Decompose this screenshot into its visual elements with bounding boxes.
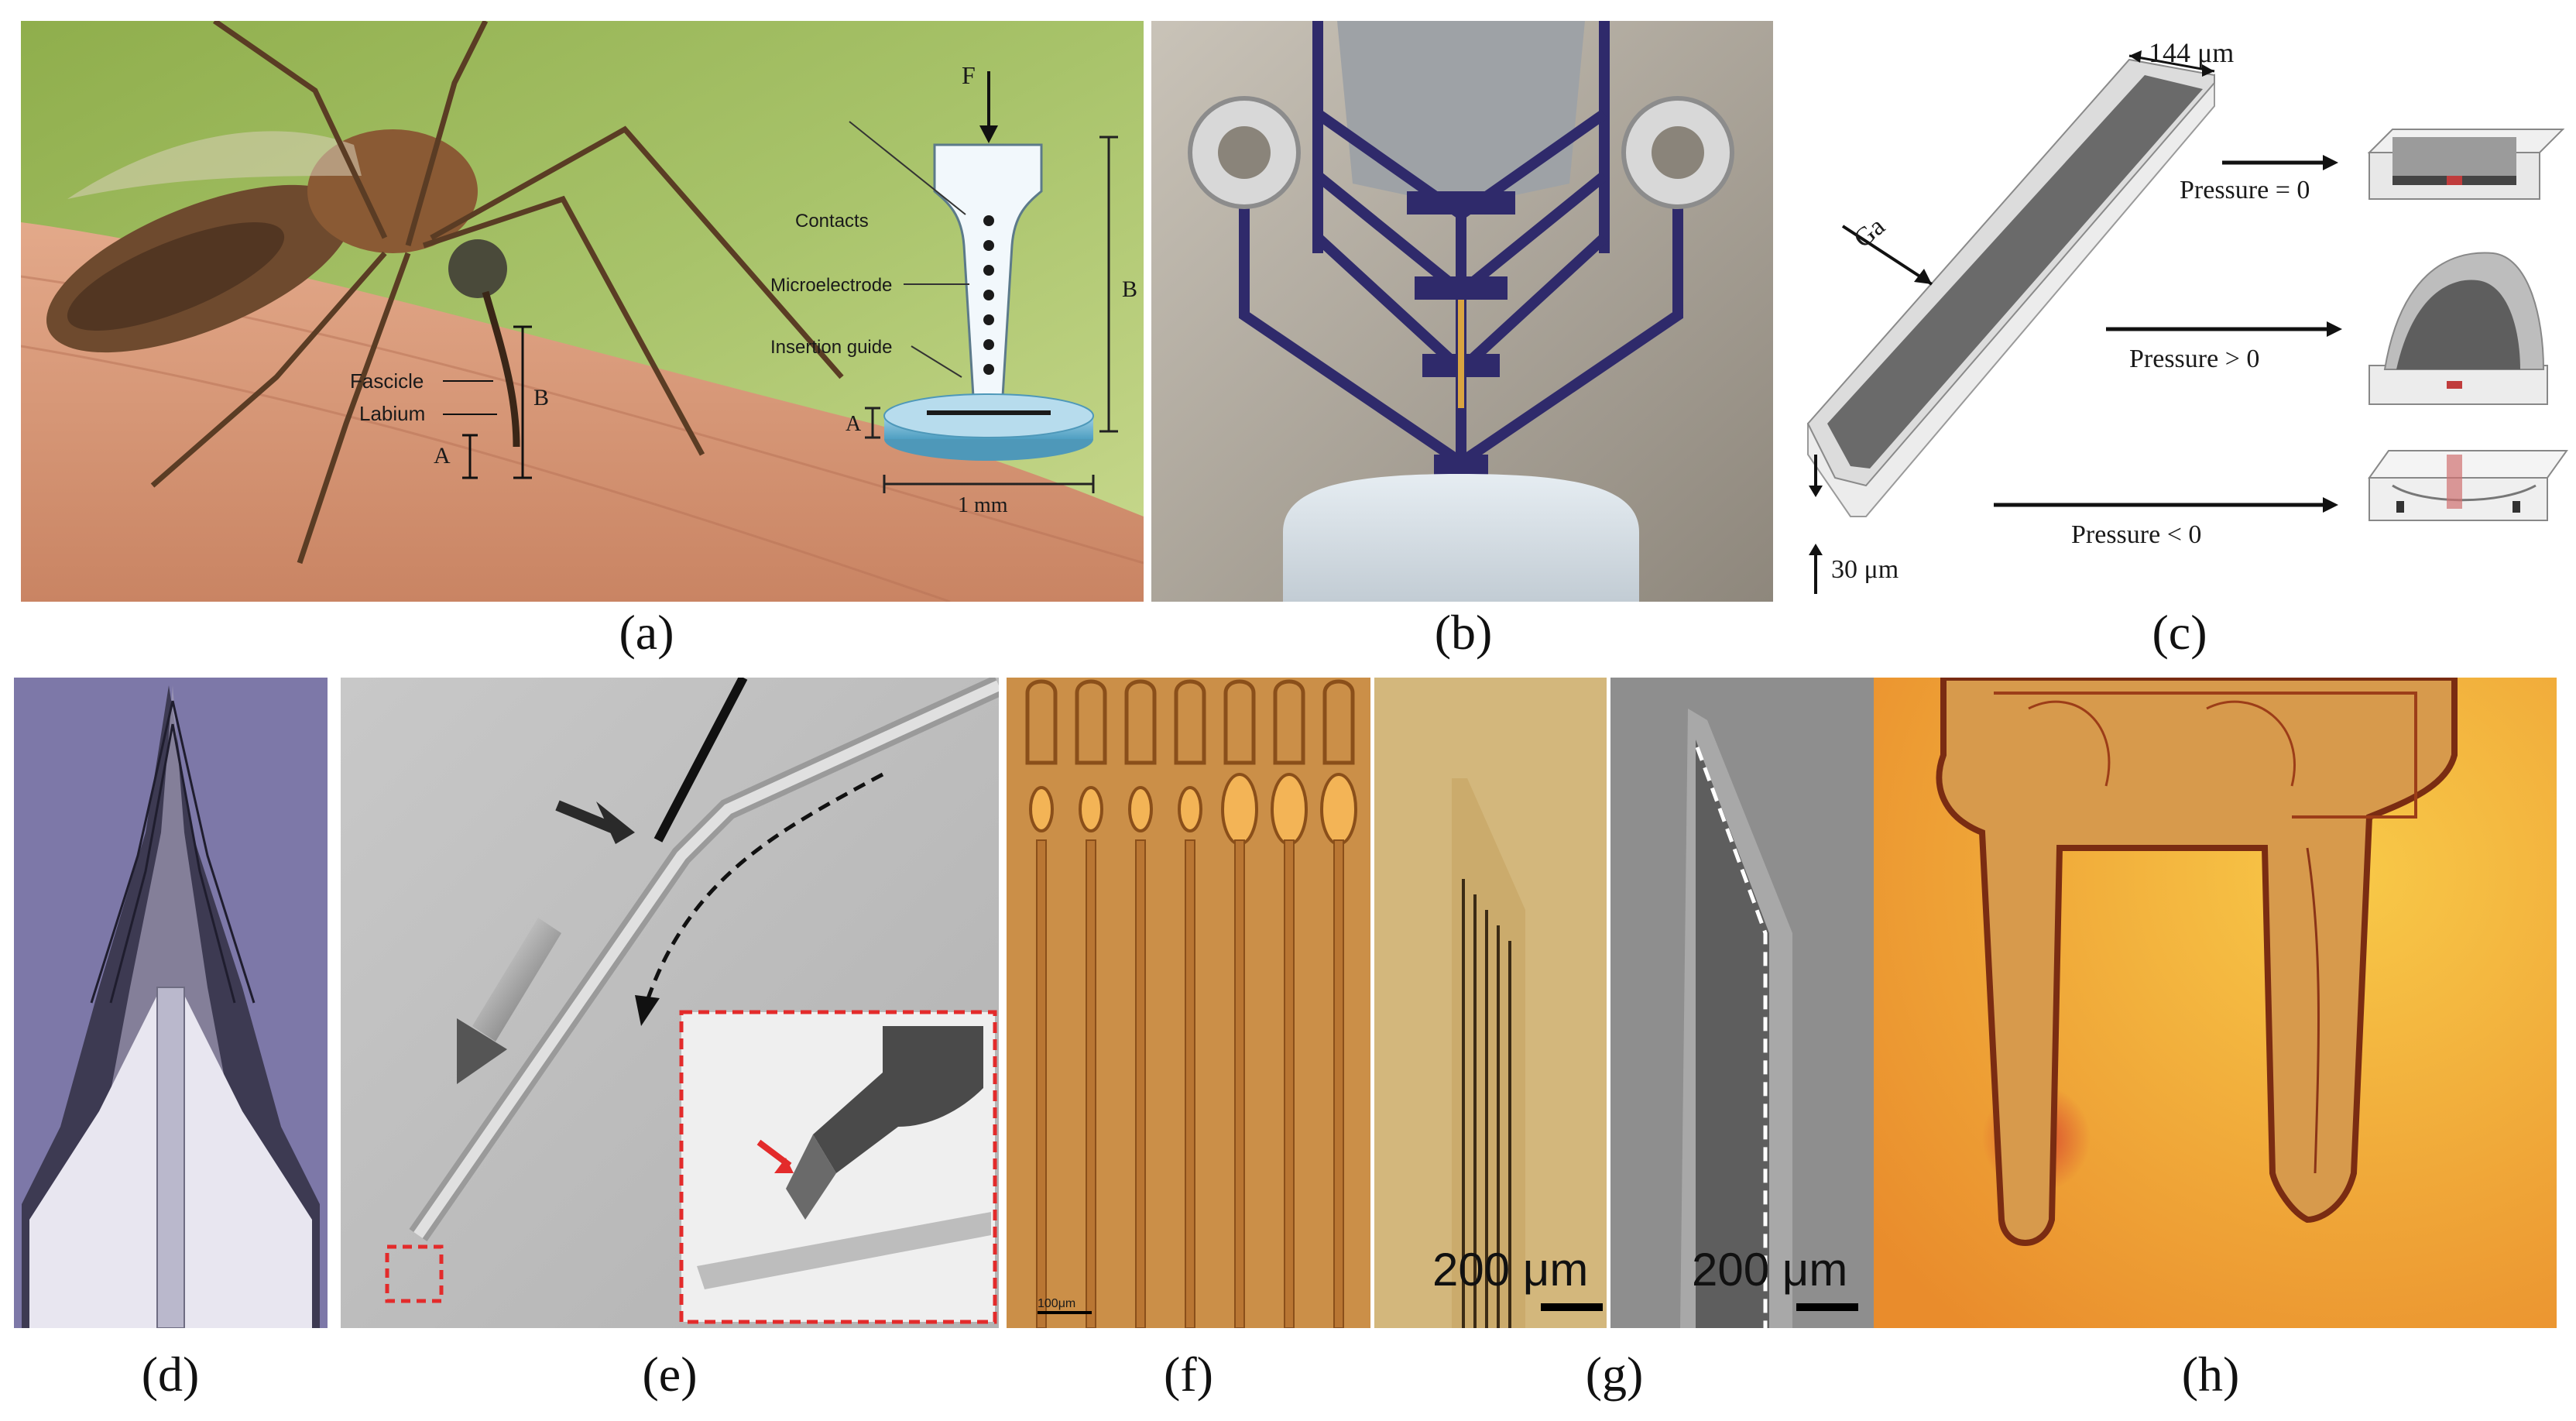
panel-a-image: F Contacts Microelectrode Insertion guid…: [21, 21, 1144, 602]
probe-holder-photo: [1151, 21, 1773, 602]
insertion-guide-label: Insertion guide: [770, 337, 893, 358]
dim-b-label: B: [1122, 276, 1138, 302]
panel-d-image: [14, 678, 328, 1328]
width-label: 1 mm: [958, 493, 1008, 517]
probe-structure: [1320, 679, 1357, 1328]
galinstan-probe-diagram: [1806, 50, 2568, 594]
panel-c-diagram: 144 μm Ga 30 μm Pressure = 0 Pressure > …: [1781, 21, 2576, 602]
pressure-negative-device: [2368, 450, 2568, 521]
probe-structure: [1271, 679, 1308, 1328]
probe-sem-micrograph: [1610, 678, 1874, 1328]
panel-h-image: [1874, 678, 2557, 1328]
g-right-scale-label: 200 μm: [1692, 1244, 1848, 1296]
caption-b: (b): [1434, 605, 1493, 660]
insertion-shuttle-illustration: [341, 678, 999, 1328]
probe-structure: [1174, 679, 1206, 1328]
caption-h: (h): [2181, 1347, 2240, 1402]
mosquito-b-label: B: [533, 385, 550, 410]
panel-b-image: [1151, 21, 1773, 602]
probe-structure: [1221, 679, 1258, 1328]
mosquito-a-label: A: [434, 443, 451, 469]
probe-structure: [1075, 679, 1107, 1328]
f-scale-bar: [1038, 1311, 1092, 1314]
labium-label: Labium: [359, 402, 426, 425]
probe-structure: [1025, 679, 1058, 1328]
pressure-zero-label: Pressure = 0: [2180, 176, 2310, 204]
panel-g-right-image: 200 μm: [1610, 678, 1874, 1328]
g-left-scale-label: 200 μm: [1432, 1244, 1589, 1296]
caption-f: (f): [1164, 1347, 1213, 1402]
pressure-negative-label: Pressure < 0: [2071, 520, 2202, 549]
probe-thickness-label: 30 μm: [1831, 555, 1899, 584]
pressure-positive-device: [2368, 252, 2548, 405]
probe-width-label: 144 μm: [2149, 37, 2235, 68]
caption-d: (d): [141, 1347, 200, 1402]
f-scale-label: 100μm: [1038, 1297, 1076, 1310]
probe-shank-micrograph: [1374, 678, 1607, 1328]
probe-structure: [1124, 679, 1157, 1328]
caption-c: (c): [2152, 605, 2207, 660]
g-left-scale-bar: [1541, 1303, 1603, 1311]
force-label: F: [962, 61, 976, 89]
mosquito-illustration: [21, 21, 1144, 602]
fascicle-label: Fascicle: [350, 369, 424, 393]
g-right-scale-bar: [1796, 1303, 1858, 1311]
two-shank-probe-micrograph: [1874, 678, 2557, 1328]
pressure-positive-label: Pressure > 0: [2129, 345, 2260, 373]
panel-f-image: 100μm: [1007, 678, 1370, 1328]
panel-g-left-image: 200 μm: [1374, 678, 1607, 1328]
contacts-label: Contacts: [795, 211, 869, 232]
panel-e-image: [341, 678, 999, 1328]
dim-a-label: A: [846, 412, 862, 436]
pressure-zero-device: [2367, 129, 2565, 200]
probe-tip-micrograph: [14, 678, 328, 1328]
microelectrode-label: Microelectrode: [770, 275, 893, 296]
caption-a: (a): [619, 605, 674, 660]
probe-array-micrograph: [1007, 678, 1370, 1328]
caption-e: (e): [642, 1347, 698, 1402]
caption-g: (g): [1585, 1347, 1644, 1402]
